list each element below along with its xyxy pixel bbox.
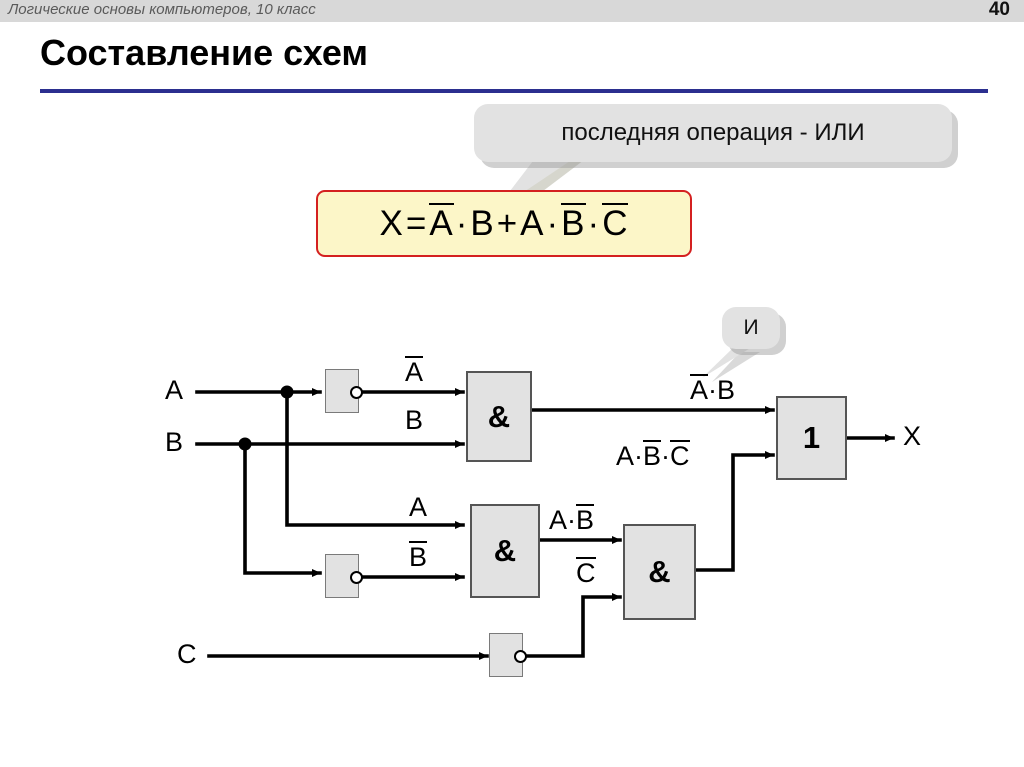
junction-dot-a xyxy=(280,385,294,399)
formula-equals: = xyxy=(405,204,428,243)
page-title: Составление схем xyxy=(40,32,369,73)
boolean-formula: X=A·B+A·B·C xyxy=(380,203,629,244)
formula-var-b: B xyxy=(470,204,495,243)
course-title: Логические основы компьютеров, 10 класс xyxy=(8,1,316,18)
wire-and3-out xyxy=(694,451,775,572)
formula-dot-2: · xyxy=(546,204,560,243)
formula-box: X=A·B+A·B·C xyxy=(316,190,692,257)
formula-var-not-b: B xyxy=(561,203,586,243)
formula-var-not-c: C xyxy=(602,203,629,243)
wire-not-c-out xyxy=(523,593,622,658)
wire-a-branch-and2 xyxy=(285,390,465,529)
inverter-bubble-b-icon xyxy=(350,571,363,584)
and-gate-3[interactable]: & xyxy=(623,524,696,620)
junction-dot-b xyxy=(238,437,252,451)
and-gate-2[interactable]: & xyxy=(470,504,540,598)
input-label-a: A xyxy=(165,375,184,405)
formula-plus: + xyxy=(496,204,519,243)
formula-var-not-a: A xyxy=(429,203,454,243)
header-bar xyxy=(0,0,1024,22)
inverter-bubble-c-icon xyxy=(514,650,527,663)
wire-label-not-b: B xyxy=(409,541,428,572)
callout-last-operation: последняя операция - ИЛИ xyxy=(474,104,952,162)
wire-label-and2-output: A·B xyxy=(549,504,595,535)
input-label-c: C xyxy=(177,639,197,669)
page-number: 40 xyxy=(988,0,1010,20)
wire-label-not-c: C xyxy=(576,557,596,588)
wire-label-not-a: A xyxy=(405,356,424,387)
wire-label-b: B xyxy=(405,405,424,435)
wire-label-and1-output: A·B xyxy=(690,374,736,405)
inverter-bubble-a-icon xyxy=(350,386,363,399)
output-label-x: X xyxy=(903,421,922,451)
input-label-b: B xyxy=(165,427,184,457)
formula-dot-3: · xyxy=(587,204,601,243)
or-gate[interactable]: 1 xyxy=(776,396,847,480)
formula-var-a: A xyxy=(520,204,545,243)
wire-label-and3-output: A·B·C xyxy=(616,440,690,471)
formula-dot-1: · xyxy=(455,204,469,243)
callout-and-note: И xyxy=(722,307,780,349)
formula-lhs: X xyxy=(379,204,404,243)
and-gate-1[interactable]: & xyxy=(466,371,532,462)
wire-label-a: A xyxy=(409,492,428,522)
wire-b-branch-not xyxy=(243,442,322,577)
title-underline-rule xyxy=(40,89,988,93)
